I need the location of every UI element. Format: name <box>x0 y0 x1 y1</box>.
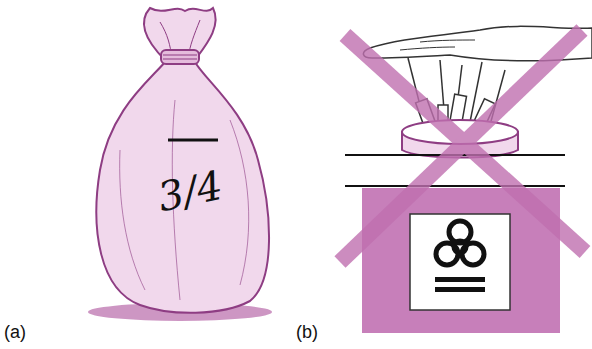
panel-label: (b) <box>296 322 318 343</box>
panel-label: (a) <box>4 322 26 343</box>
biohazard-symbol <box>436 221 484 265</box>
sharps-container <box>345 26 592 333</box>
waste-bag <box>88 8 272 321</box>
cross-mark <box>340 30 585 262</box>
